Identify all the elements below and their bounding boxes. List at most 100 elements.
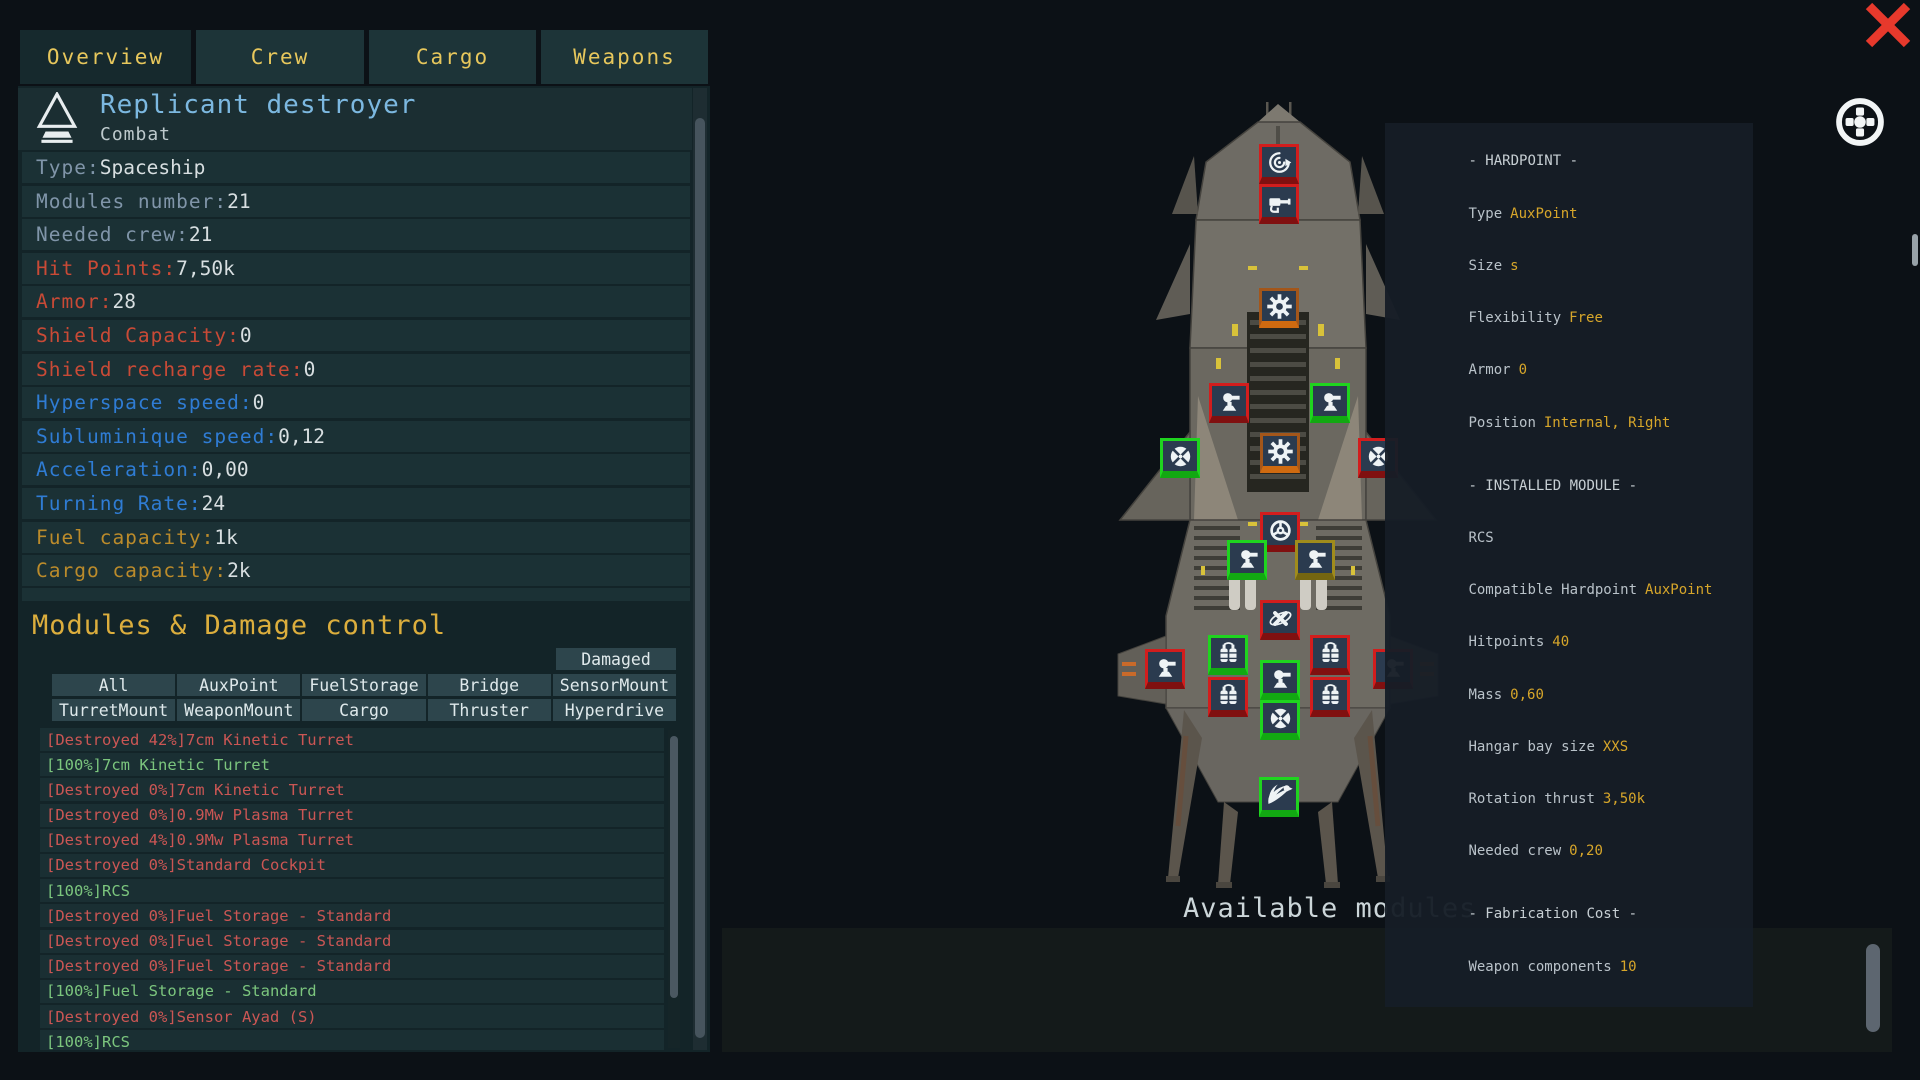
tab[interactable]: Cargo <box>369 30 536 84</box>
module-tile[interactable] <box>1260 433 1300 473</box>
ship-stats-list: Type : Spaceship Modules number : 21 Nee… <box>22 152 690 589</box>
stat-row: Acceleration : 0,00 <box>22 454 690 486</box>
module-tile[interactable] <box>1259 288 1299 328</box>
tooltip-label: Mass <box>1468 686 1503 703</box>
module-tile[interactable] <box>1260 700 1300 740</box>
wheel-icon <box>1267 517 1294 544</box>
tooltip-line <box>1401 878 1737 889</box>
module-tile[interactable] <box>1295 540 1335 580</box>
stat-label: Hit Points <box>36 256 164 280</box>
stat-separator: : <box>201 525 215 549</box>
stat-value: 24 <box>201 491 226 515</box>
stat-row: Shield Capacity : 0 <box>22 319 690 351</box>
stat-value: 28 <box>112 290 136 314</box>
tooltip-line: - Fabrication Cost - <box>1401 889 1737 941</box>
module-list-item[interactable]: [Destroyed 0%]Fuel Storage - Standard <box>40 954 664 978</box>
module-damage-list: [Destroyed 42%]7cm Kinetic Turret [100%]… <box>40 728 664 1050</box>
module-list-item[interactable]: [Destroyed 0%]7cm Kinetic Turret <box>40 778 664 802</box>
module-list-item[interactable]: [Destroyed 4%]0.9Mw Plasma Turret <box>40 828 664 852</box>
module-filter-button[interactable]: TurretMount <box>52 699 176 721</box>
module-list-item[interactable]: [Destroyed 0%]Fuel Storage - Standard <box>40 929 664 953</box>
module-tile[interactable] <box>1260 600 1300 640</box>
module-tile[interactable] <box>1310 383 1350 423</box>
module-list-item[interactable]: [Destroyed 0%]Fuel Storage - Standard <box>40 904 664 928</box>
stat-label: Cargo capacity <box>36 559 215 583</box>
stat-label: Needed crew <box>36 223 177 247</box>
module-tile[interactable] <box>1310 677 1350 717</box>
module-list-item[interactable]: [100%]RCS <box>40 879 664 903</box>
module-tile[interactable] <box>1259 144 1299 184</box>
module-tile[interactable] <box>1209 383 1249 423</box>
fuel-icon <box>1317 682 1344 709</box>
tooltip-line <box>1401 449 1737 460</box>
tooltip-label: - INSTALLED MODULE - <box>1468 477 1638 494</box>
module-list-item[interactable]: [100%]Fuel Storage - Standard <box>40 979 664 1003</box>
close-button[interactable] <box>1862 2 1914 48</box>
tab[interactable]: Weapons <box>541 30 708 84</box>
module-tile[interactable] <box>1260 512 1300 552</box>
module-tile[interactable] <box>1227 540 1267 580</box>
module-filter-button[interactable]: Cargo <box>302 699 426 721</box>
stat-label: Shield recharge rate <box>36 357 291 381</box>
stat-value: Spaceship <box>99 156 206 179</box>
module-tile[interactable] <box>1145 649 1185 689</box>
module-list-item[interactable]: [Destroyed 42%]7cm Kinetic Turret <box>40 728 664 751</box>
panel-scrollbar-thumb[interactable] <box>695 118 705 1038</box>
module-filter-button[interactable]: WeaponMount <box>177 699 301 721</box>
stat-label: Shield Capacity <box>36 323 228 347</box>
gun-icon <box>1266 189 1293 216</box>
tooltip-value: 3,50k <box>1602 791 1646 808</box>
stat-label: Turning Rate <box>36 491 189 515</box>
module-filter-button[interactable]: AuxPoint <box>177 674 301 696</box>
module-list-scrollbar-thumb[interactable] <box>670 736 678 998</box>
module-filter-button[interactable]: Thruster <box>427 699 551 721</box>
stat-value: 21 <box>227 189 251 213</box>
view-mode-button[interactable] <box>1834 96 1886 148</box>
tab[interactable]: Overview <box>20 30 191 84</box>
module-filter-button[interactable]: Hyperdrive <box>552 699 677 721</box>
module-filter-button[interactable]: FuelStorage <box>302 674 426 696</box>
module-list-item[interactable]: [Destroyed 0%]Standard Cockpit <box>40 853 664 877</box>
stat-row: Fuel capacity : 1k <box>22 521 690 553</box>
stat-separator: : <box>188 491 202 515</box>
faction-triangle-icon <box>36 92 78 146</box>
fuel-icon <box>1215 640 1242 667</box>
tooltip-label: Flexibility <box>1468 310 1562 327</box>
module-list-item[interactable]: [100%]RCS <box>40 1030 664 1050</box>
filter-damaged-button[interactable]: Damaged <box>556 648 676 670</box>
module-tile[interactable] <box>1259 777 1299 817</box>
stat-value: 0,12 <box>278 424 326 448</box>
module-filter-button[interactable]: SensorMount <box>552 674 677 696</box>
tooltip-label: - Fabrication Cost - <box>1468 906 1638 923</box>
module-list-item[interactable]: [100%]7cm Kinetic Turret <box>40 753 664 777</box>
module-filter-button[interactable]: All <box>52 674 176 696</box>
tab[interactable]: Crew <box>196 30 364 84</box>
stat-value: 0 <box>239 323 252 347</box>
module-tile[interactable] <box>1208 635 1248 675</box>
window-scrollbar-thumb[interactable] <box>1912 234 1918 266</box>
stat-row: Hyperspace speed : 0 <box>22 387 690 419</box>
stat-separator: : <box>227 323 240 347</box>
dpad-circle-icon <box>1834 96 1886 148</box>
tooltip-value: AuxPoint <box>1645 582 1713 599</box>
module-tile[interactable] <box>1260 660 1300 700</box>
turret-icon <box>1267 665 1294 692</box>
module-tile[interactable] <box>1160 438 1200 478</box>
tooltip-value: 40 <box>1552 634 1570 651</box>
stat-separator: : <box>214 559 228 583</box>
module-filter-button[interactable]: Bridge <box>427 674 551 696</box>
module-tile[interactable] <box>1208 677 1248 717</box>
ship-name: Replicant destroyer <box>100 90 417 120</box>
module-list-item[interactable]: [Destroyed 0%]Sensor Ayad (S) <box>40 1005 664 1029</box>
tooltip-line: Hitpoints 40 <box>1401 617 1737 669</box>
available-modules-scrollbar-thumb[interactable] <box>1866 944 1880 1032</box>
tooltip-label: Hitpoints <box>1468 634 1545 651</box>
module-tile[interactable] <box>1259 184 1299 224</box>
turret-icon <box>1216 388 1243 415</box>
turret-icon <box>1317 388 1344 415</box>
close-icon <box>1865 2 1911 48</box>
turret-icon <box>1234 545 1261 572</box>
module-tile[interactable] <box>1310 635 1350 675</box>
module-list-item[interactable]: [Destroyed 0%]0.9Mw Plasma Turret <box>40 803 664 827</box>
